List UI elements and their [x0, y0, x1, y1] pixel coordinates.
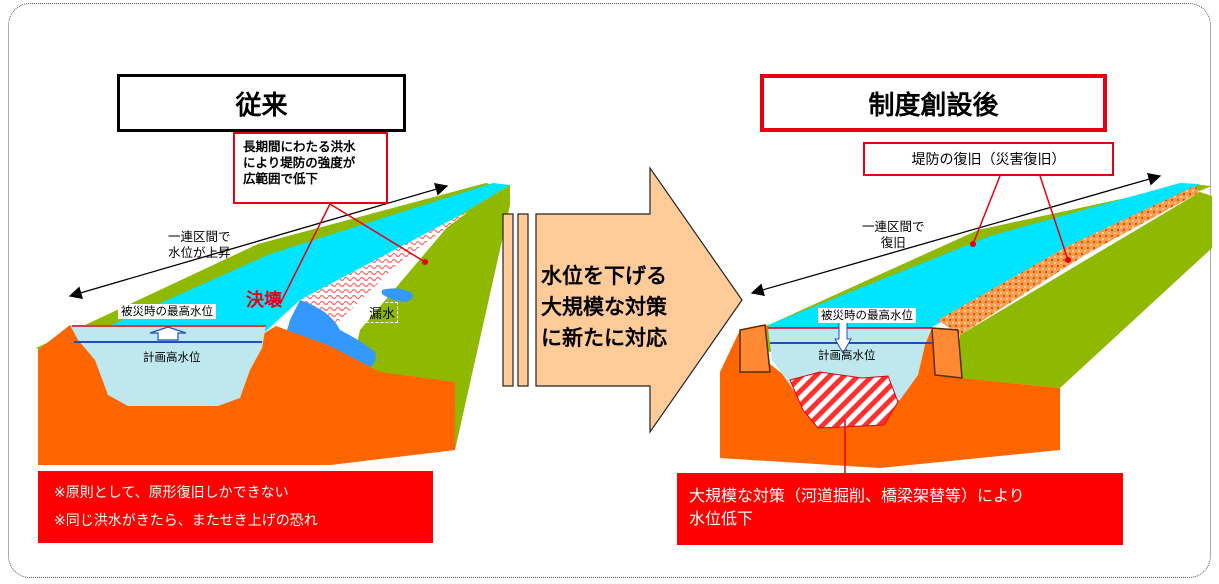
arrow-caption-line: 大規模な対策 [541, 295, 667, 319]
max-water-level-label-right: 被災時の最高水位 [818, 308, 916, 323]
section-label-right: 一連区間で 復旧 [862, 219, 925, 251]
left-river-scene [36, 183, 510, 465]
section-label-line: 水位が上昇 [168, 245, 231, 260]
arrow-caption-line: に新たに対応 [541, 326, 667, 350]
max-water-level-label-left: 被災時の最高水位 [118, 304, 216, 319]
section-label-left: 一連区間で 水位が上昇 [168, 229, 231, 261]
arrow-caption: 水位を下げる 大規模な対策 に新たに対応 [541, 261, 721, 354]
note-line: 水位低下 [689, 509, 754, 528]
callout-levee-restoration: 堤防の復旧（災害復旧） [863, 142, 1114, 176]
leak-label: 漏水 [366, 302, 399, 323]
note-after-system: 大規模な対策（河道掘削、橋梁架替等）により 水位低下 [677, 473, 1123, 545]
center-arrow [502, 166, 743, 434]
note-line: ※原則として、原形復旧しかできない [54, 485, 289, 501]
section-label-line: 一連区間で [862, 219, 925, 234]
callout-line: 長期間にわたる洪水 [243, 139, 356, 154]
right-river-scene [720, 172, 1212, 474]
callout-line: により堤防の強度が [243, 155, 356, 170]
callout-line: 広範囲で低下 [243, 171, 319, 186]
note-line: 大規模な対策（河道掘削、橋梁架替等）により [689, 486, 1025, 505]
breach-label: 決壊 [246, 290, 282, 311]
diagram-frame [8, 3, 1211, 578]
title-conventional: 従来 [117, 74, 406, 132]
note-conventional: ※原則として、原形復旧しかできない ※同じ洪水がきたら、またせき上げの恐れ [38, 471, 433, 543]
callout-levee-weakened: 長期間にわたる洪水 により堤防の強度が 広範囲で低下 [233, 132, 388, 204]
plan-water-level-label-right: 計画高水位 [818, 348, 876, 362]
section-label-line: 復旧 [880, 235, 906, 250]
section-label-line: 一連区間で [168, 229, 231, 244]
arrow-caption-line: 水位を下げる [541, 264, 667, 288]
title-after-system: 制度創設後 [760, 74, 1107, 132]
note-line: ※同じ洪水がきたら、またせき上げの恐れ [54, 513, 318, 529]
plan-water-level-label-left: 計画高水位 [143, 350, 201, 364]
